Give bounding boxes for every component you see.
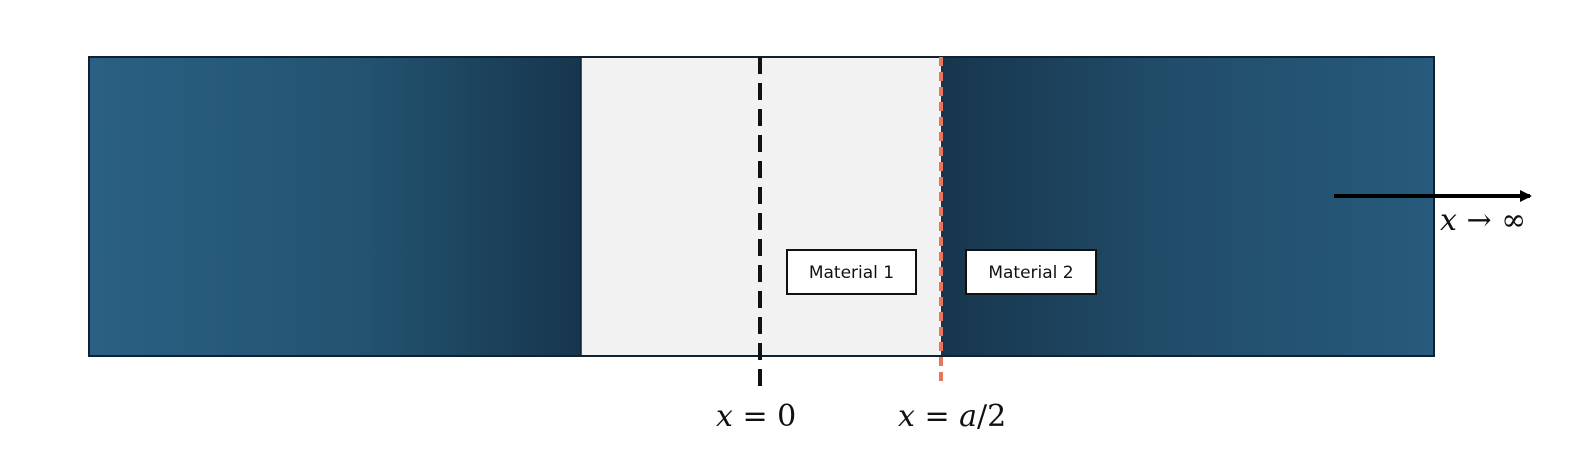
origin-label-var: x	[716, 399, 733, 434]
material-1-label: Material 1	[786, 249, 917, 295]
left-outer-region	[89, 57, 581, 356]
material-1-label-text: Material 1	[809, 263, 894, 283]
origin-label-rest: = 0	[733, 399, 796, 434]
material-2-label: Material 2	[965, 249, 1097, 295]
interface-label: x = a/2	[898, 399, 1006, 434]
infinity-label-var: x	[1440, 203, 1457, 238]
interface-label-a: a	[959, 399, 977, 434]
interface-label-tail: /2	[977, 399, 1006, 434]
material-2-region	[941, 57, 1434, 356]
origin-label: x = 0	[716, 399, 796, 434]
interface-label-eq: =	[915, 399, 959, 434]
material-2-label-text: Material 2	[988, 263, 1073, 283]
material-1-region	[581, 57, 941, 356]
infinity-label-rest: → ∞	[1457, 203, 1526, 238]
infinity-label: x → ∞	[1440, 203, 1526, 238]
interface-label-var: x	[898, 399, 915, 434]
